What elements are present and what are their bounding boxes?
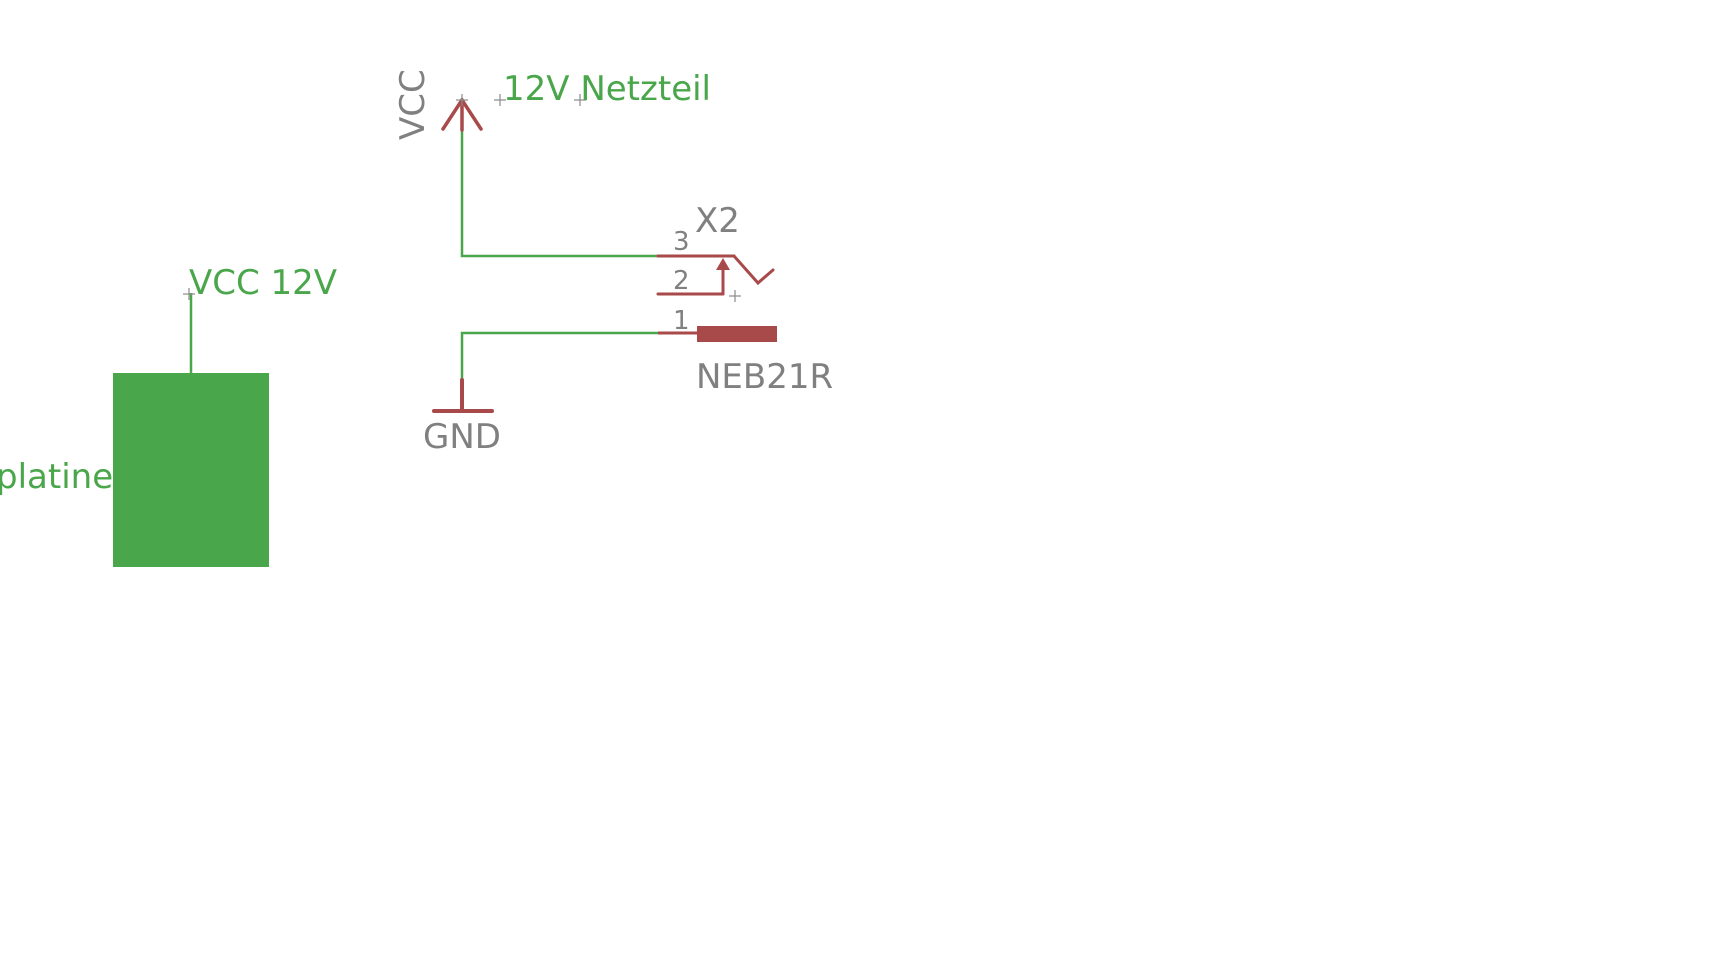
net-wire-vcc-pin3[interactable] — [460, 102, 658, 258]
origin-marks — [183, 94, 741, 302]
net-wires — [189, 102, 658, 411]
platine-block[interactable] — [113, 373, 269, 567]
netzteil-net-label: 12V Netzteil — [503, 69, 711, 109]
connector-pin-1-label: 1 — [673, 306, 690, 336]
gnd-symbol-label: GND — [423, 417, 501, 457]
connector-x2-symbol[interactable] — [656, 254, 775, 296]
vcc-12v-net-label: VCC 12V — [189, 263, 337, 303]
connector-pin-2-label: 2 — [673, 266, 690, 296]
connector-x2-value: NEB21R — [696, 357, 833, 397]
connector-pin-3-label: 3 — [673, 227, 690, 257]
connector-x2-name: X2 — [695, 201, 740, 241]
connector-x2-pin1-bar — [697, 326, 777, 342]
platine-label: platine — [0, 457, 113, 497]
gnd-supply-symbol[interactable] — [432, 378, 494, 413]
net-wire-gnd-pin1[interactable] — [460, 331, 658, 411]
connector-x2-arrowhead — [716, 258, 730, 270]
vcc-symbol-label: VCC — [393, 69, 433, 140]
